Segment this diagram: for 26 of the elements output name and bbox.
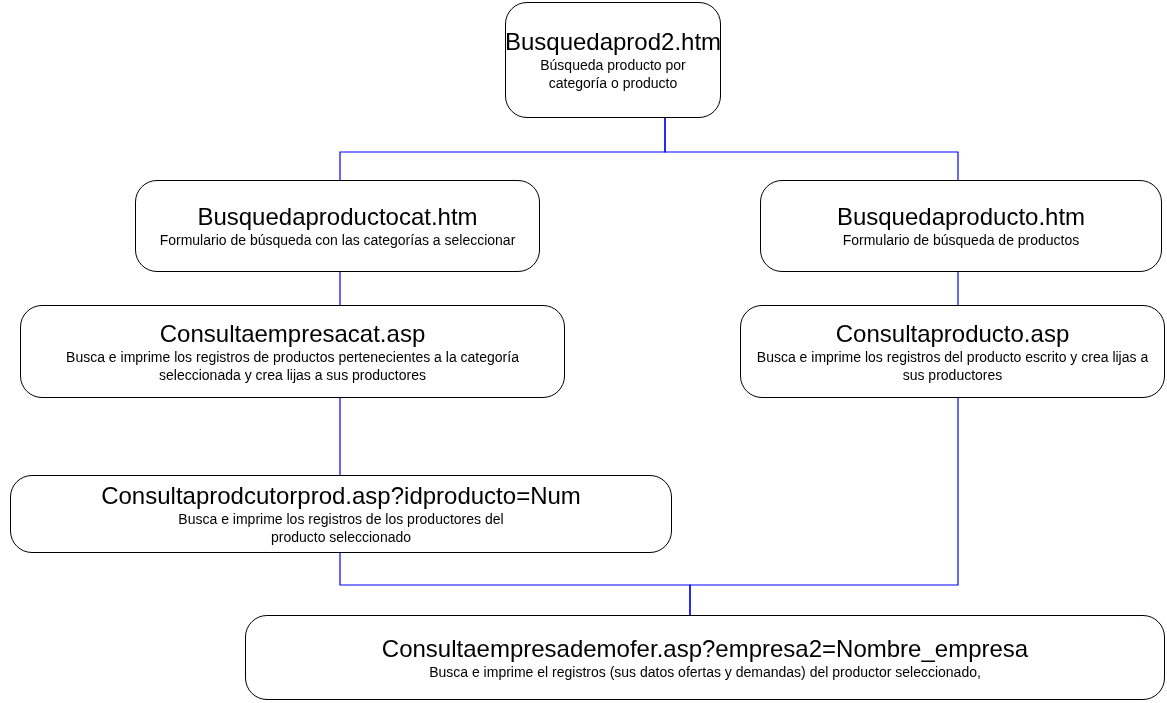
page-title: Busquedaproductocat.htm xyxy=(197,203,478,231)
page-description: Busca e imprime los registros de los productores del producto seleccionado xyxy=(177,510,505,546)
page-title: Consultaempresacat.asp xyxy=(159,319,426,348)
page-description: Busca e imprime los registros del producto escrito y crea lijas a sus productores xyxy=(755,347,1150,384)
page-title: Busquedaproducto.htm xyxy=(836,203,1086,231)
page-description: Búsqueda producto por categoría o producto xyxy=(539,56,687,92)
page-box xyxy=(10,475,672,553)
connector-line xyxy=(664,117,959,181)
connector-line xyxy=(689,397,959,616)
page-box xyxy=(20,305,565,398)
page-box xyxy=(505,2,721,118)
connector-line xyxy=(339,397,341,476)
page-title: Consultaproducto.asp xyxy=(835,319,1070,348)
page-description: Formulario de búsqueda con las categorías a seleccionar xyxy=(159,231,516,249)
connector-line xyxy=(339,271,341,306)
page-box xyxy=(760,180,1162,272)
page-box xyxy=(245,615,1165,700)
page-title: Busquedaprod2.htm xyxy=(504,28,722,56)
connector-line xyxy=(957,271,959,306)
page-title: Consultaprodcutorprod.asp?idproducto=Num xyxy=(101,482,581,510)
page-description: Busca e imprime el registros (sus datos ofertas y demandas) del productor seleccionado, xyxy=(429,662,981,681)
page-box xyxy=(740,305,1165,398)
page-description: Formulario de búsqueda de productos xyxy=(842,231,1080,249)
page-title: Consultaempresademofer.asp?empresa2=Nombre_empresa xyxy=(381,634,1029,663)
page-description: Busca e imprime los registros de productos pertenecientes a la categoría seleccionada y crea lijas a sus productores xyxy=(65,347,520,384)
page-box xyxy=(135,180,540,272)
